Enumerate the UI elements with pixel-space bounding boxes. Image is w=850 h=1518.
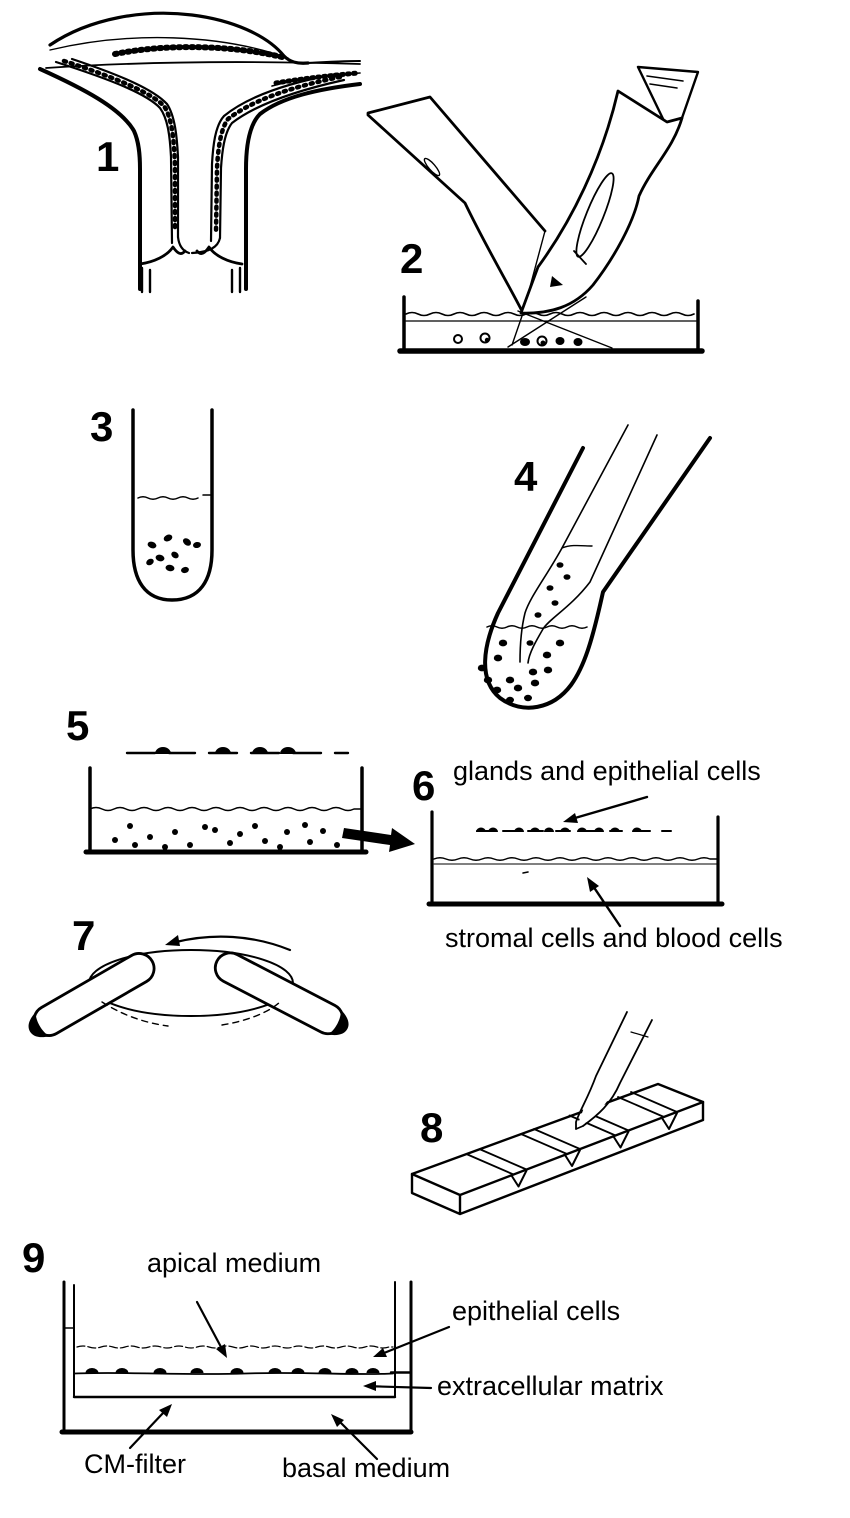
chamber-slide-pipette-drawing: [410, 1011, 705, 1216]
step-6-number: 6: [412, 762, 436, 809]
label-apical-medium: apical medium: [147, 1248, 322, 1278]
sedimentation-dish-drawing: [83, 747, 415, 855]
step-9-number: 9: [22, 1234, 46, 1281]
transfer-arrow: [342, 828, 415, 852]
roller-tubes-drawing: [28, 935, 349, 1038]
label-stromal-blood-cells: stromal cells and blood cells: [445, 923, 783, 953]
label-epithelial-cells: epithelial cells: [452, 1296, 621, 1326]
step-7-number: 7: [72, 912, 96, 959]
label-cm-filter: CM-filter: [84, 1449, 186, 1479]
step-4-number: 4: [514, 453, 538, 500]
step-2-number: 2: [400, 235, 424, 282]
test-tube-fragments-drawing: [131, 408, 214, 602]
label-basal-medium: basal medium: [282, 1453, 451, 1483]
culture-insert-cross-section-drawing: [59, 1280, 451, 1461]
label-glands-epithelial-cells: glands and epithelial cells: [453, 756, 761, 786]
rotation-arrow: [165, 935, 180, 946]
uterus-cross-section-drawing: [38, 11, 362, 294]
step-5-number: 5: [66, 702, 90, 749]
scalpels-mincing-dish-drawing: [366, 65, 705, 354]
label-extracellular-matrix: extracellular matrix: [437, 1371, 664, 1401]
tilted-tube-pipette-drawing: [477, 424, 712, 710]
step-1-number: 1: [96, 133, 120, 180]
step-3-number: 3: [90, 403, 114, 450]
step-8-number: 8: [420, 1104, 444, 1151]
separated-layers-dish-drawing: [426, 795, 725, 928]
